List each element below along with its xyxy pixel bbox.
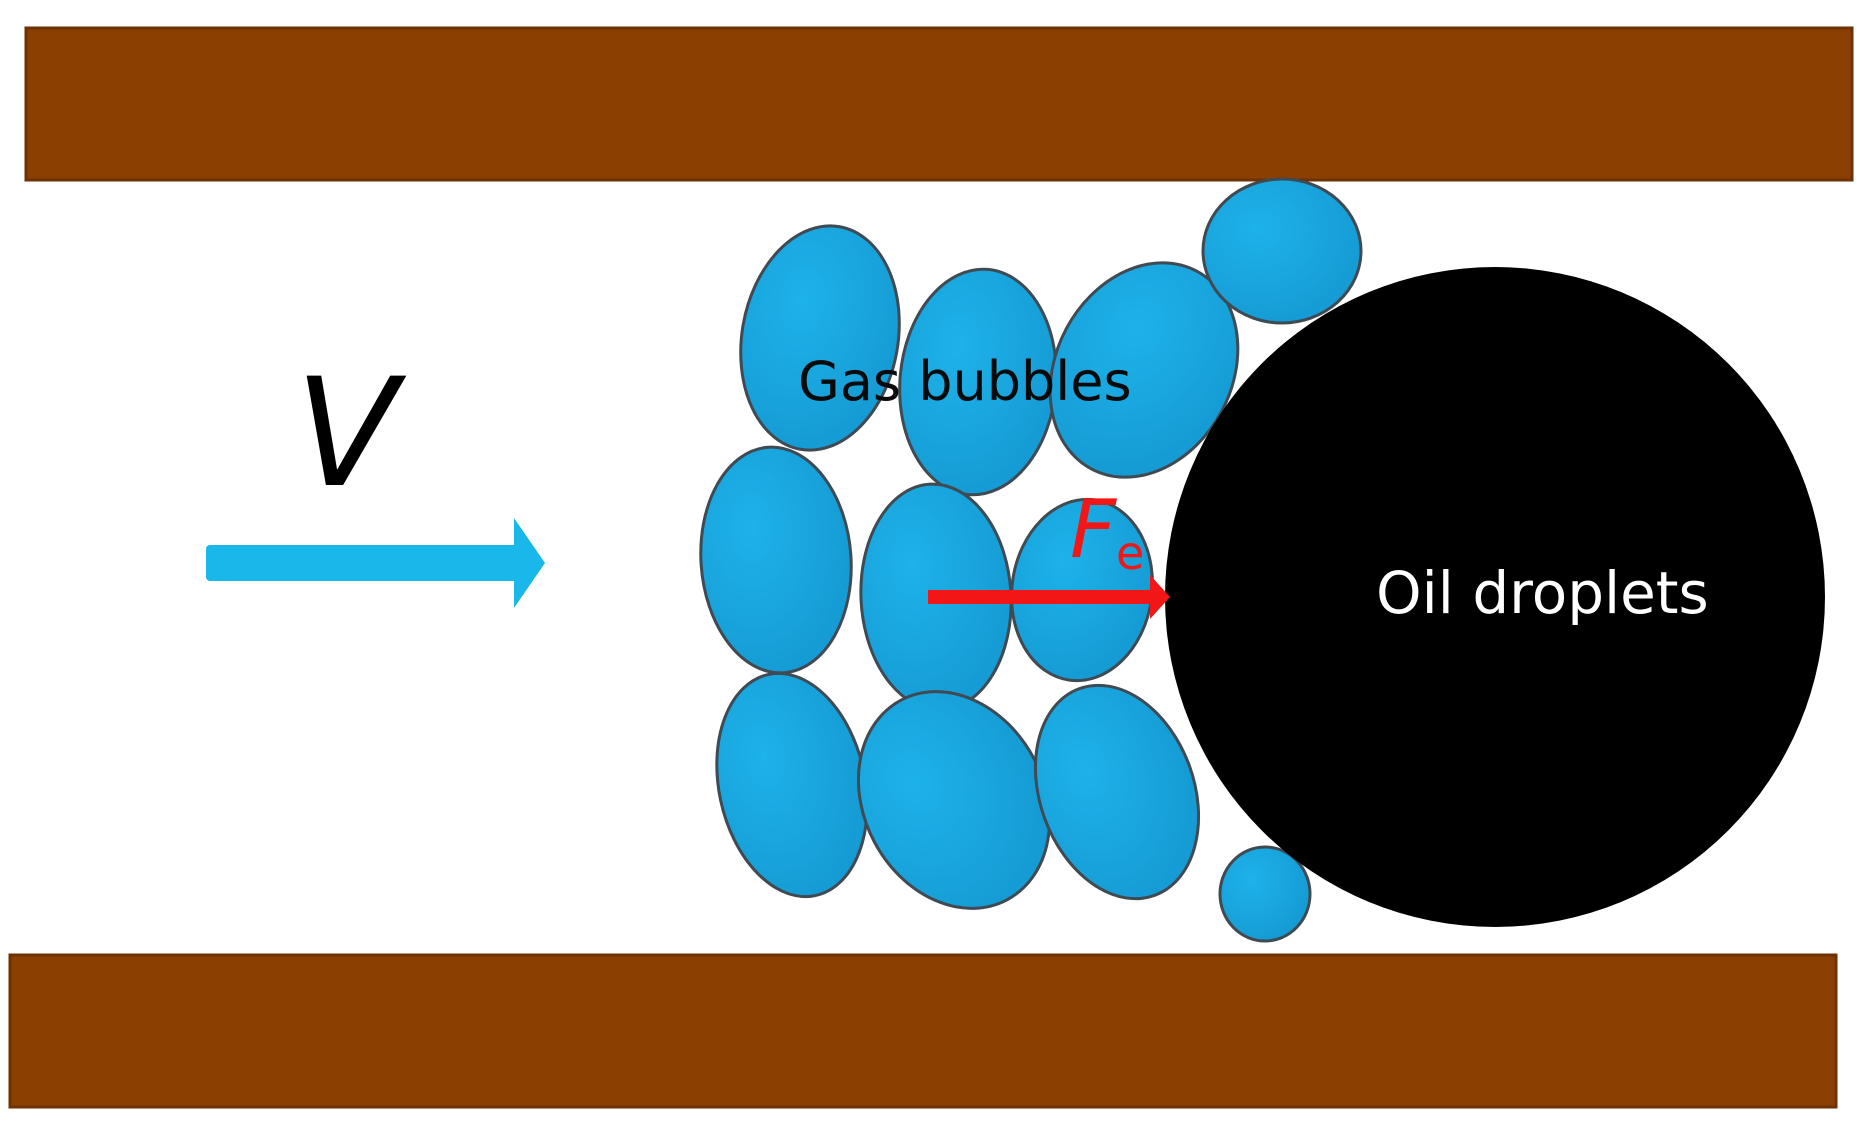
force-symbol: F [1070,483,1117,576]
oil-droplets-label: Oil droplets [1376,559,1709,627]
gas-bubbles-cluster [699,177,1363,943]
force-subscript: e [1116,526,1144,580]
force-arrow [928,575,1170,619]
bottom-channel-wall [8,953,1838,1109]
top-channel-wall [24,26,1854,182]
oil-droplet [1165,267,1825,927]
velocity-arrow [206,518,545,608]
velocity-label: V [295,347,407,521]
gas-bubble [1201,177,1363,325]
gas-bubble [1048,261,1240,479]
gas-bubble [856,690,1052,910]
gas-bubble [739,224,901,452]
gas-bubble [1218,845,1312,943]
gas-bubbles-label: Gas bubbles [798,350,1132,413]
force-label: Fe [1070,483,1144,580]
gas-bubble [1033,683,1201,901]
gas-bubble [699,445,853,675]
